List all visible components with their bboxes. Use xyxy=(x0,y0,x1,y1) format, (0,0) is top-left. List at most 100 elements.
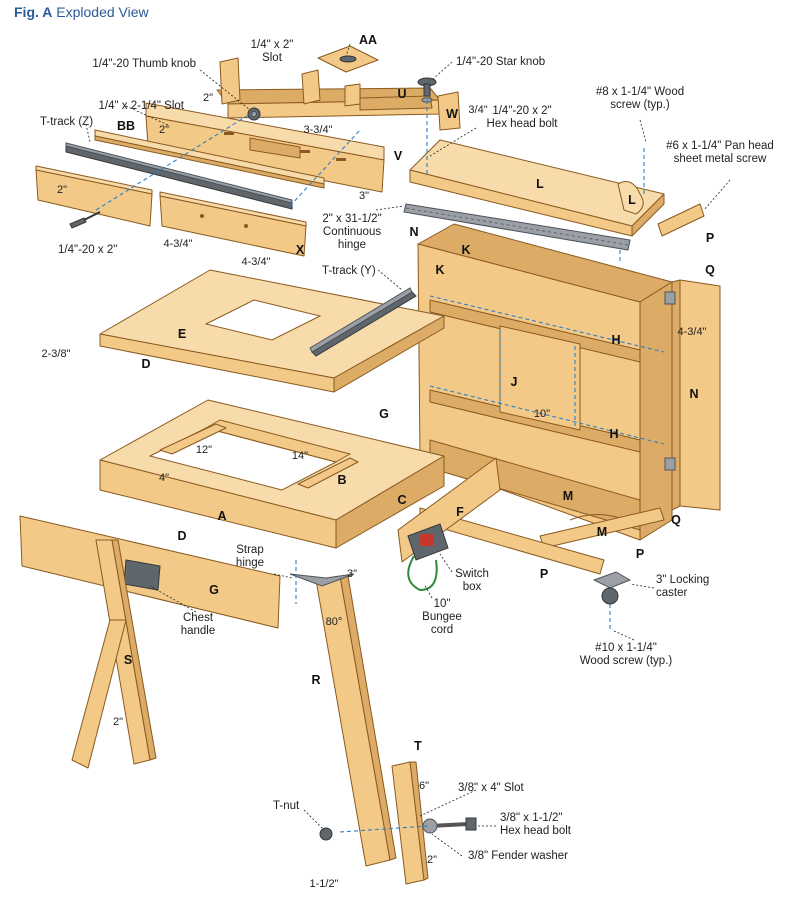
part-label-p3: P xyxy=(539,567,549,581)
figure-title-text: Exploded View xyxy=(56,4,149,20)
dim-4-3-4in-a: 4-3/4" xyxy=(163,238,193,250)
part-label-d2: D xyxy=(177,529,187,543)
label-pan-head-screw: #6 x 1-1/4" Pan head sheet metal screw xyxy=(666,140,774,165)
strap-hinge xyxy=(289,573,355,587)
part-label-t: T xyxy=(414,739,422,753)
switch-box xyxy=(407,523,449,592)
part-v-board xyxy=(145,102,385,193)
part-label-d1: D xyxy=(141,357,151,371)
dim-2in-v: 2" xyxy=(158,124,170,136)
label-hex-bolt-3-8: 3/8" x 1-1/2" Hex head bolt xyxy=(500,812,571,837)
dim-2in-slot: 2" xyxy=(202,92,214,104)
label-chest-handle: Chest handle xyxy=(180,612,216,637)
label-slot-1x2-text: 1/4" x 2" Slot xyxy=(250,39,294,64)
label-star-knob: 1/4"-20 Star knob xyxy=(456,56,546,68)
dim-2in-t: 2" xyxy=(426,854,438,866)
part-label-l2: L xyxy=(628,193,636,207)
dim-4in: 4" xyxy=(158,472,170,484)
assembly-guides xyxy=(95,100,665,833)
part-base-frame xyxy=(99,399,445,549)
part-label-k2: K xyxy=(435,263,445,277)
part-label-s: S xyxy=(123,653,133,667)
dim-3in-hinge: 3" xyxy=(346,568,358,580)
label-wood-screw-8: #8 x 1-1/4" Wood screw (typ.) xyxy=(595,86,685,111)
part-label-h1: H xyxy=(611,333,621,347)
door-hinge-bottom xyxy=(664,457,676,471)
dim-3-3-4in: 3-3/4" xyxy=(303,124,333,136)
part-label-f: F xyxy=(456,505,464,519)
bolt-1-4 xyxy=(69,211,101,229)
label-bolt-1-4-20x2: 1/4"-20 x 2" xyxy=(58,244,118,256)
part-label-a: A xyxy=(217,509,227,523)
part-n-door xyxy=(671,279,721,511)
t-nut xyxy=(319,827,333,841)
part-e-top xyxy=(99,269,445,393)
label-locking-caster: 3" Locking caster xyxy=(656,574,710,599)
dim-6in: 6" xyxy=(418,780,430,792)
part-label-q1: Q xyxy=(705,263,715,277)
label-bungee-cord: 10" Bungee cord xyxy=(422,598,462,636)
hex-bolt-3-8 xyxy=(422,817,477,834)
part-l-lid xyxy=(409,139,665,237)
part-p-small xyxy=(657,203,705,237)
part-label-h2: H xyxy=(609,427,619,441)
part-aa-plate xyxy=(317,45,379,73)
dim-14in: 14" xyxy=(291,450,309,462)
dim-80-degrees: 80° xyxy=(325,616,343,628)
part-g-side xyxy=(19,515,281,629)
part-bb-strip xyxy=(94,129,325,189)
part-label-n2: N xyxy=(689,387,699,401)
part-label-u: U xyxy=(397,87,407,101)
label-switch-box: Switch box xyxy=(455,568,489,593)
part-label-b: B xyxy=(337,473,347,487)
part-u-jig xyxy=(216,57,461,131)
leader-lines xyxy=(85,43,731,857)
label-wood-screw-10: #10 x 1-1/4" Wood screw (typ.) xyxy=(579,642,673,667)
dim-2in-bb: 2" xyxy=(56,184,68,196)
label-hex-bolt-2: 1/4"-20 x 2" Hex head bolt xyxy=(486,105,558,130)
label-continuous-hinge: 2" x 31-1/2" Continuous hinge xyxy=(322,213,382,251)
thumb-knob xyxy=(247,107,261,121)
label-t-nut: T-nut xyxy=(273,800,300,812)
part-label-g1: G xyxy=(379,407,389,421)
part-label-bb: BB xyxy=(116,119,136,133)
part-label-k1: K xyxy=(461,243,471,257)
part-label-p2: P xyxy=(635,547,645,561)
label-t-track-z: T-track (Z) xyxy=(40,116,94,128)
part-label-v: V xyxy=(393,149,403,163)
dim-2in-leg: 2" xyxy=(112,716,124,728)
t-track-z xyxy=(65,142,293,210)
part-label-x: X xyxy=(295,243,305,257)
t-track-y xyxy=(309,287,417,357)
part-label-w: W xyxy=(446,107,458,121)
part-label-q2: Q xyxy=(671,513,681,527)
part-label-j: J xyxy=(510,375,518,389)
dim-3-4in: 3/4" xyxy=(468,104,488,116)
part-label-n1: N xyxy=(409,225,419,239)
dim-1-1-2in: 1-1/2" xyxy=(309,878,339,890)
part-label-aa: AA xyxy=(358,33,378,47)
part-fence-left xyxy=(35,165,153,227)
label-strap-hinge: Strap hinge xyxy=(235,544,265,569)
dim-2-3-8in: 2-3/8" xyxy=(41,348,71,360)
label-fender-washer: 3/8" Fender washer xyxy=(468,850,568,862)
label-slot-1x2: 1/4" x 2" Slot xyxy=(251,39,294,65)
label-t-track-y: T-track (Y) xyxy=(322,265,376,277)
dim-4-3-4in-b: 4-3/4" xyxy=(241,256,271,268)
dim-3in-v: 3" xyxy=(358,190,370,202)
part-t-leg xyxy=(391,761,429,885)
part-s-leg xyxy=(71,539,157,769)
part-x-fence xyxy=(159,191,307,257)
label-thumb-knob: 1/4"-20 Thumb knob xyxy=(92,58,196,70)
part-label-c: C xyxy=(397,493,407,507)
continuous-hinge xyxy=(403,203,631,251)
label-slot-1x214: 1/4" x 2-1/4" Slot xyxy=(98,100,184,112)
locking-caster xyxy=(592,571,632,605)
dim-10in: 10" xyxy=(533,408,551,420)
part-label-p1: P xyxy=(705,231,715,245)
part-label-e: E xyxy=(177,327,187,341)
part-label-l1: L xyxy=(536,177,544,191)
label-slot-3-8x4: 3/8" x 4" Slot xyxy=(458,782,524,794)
door-hinge-top xyxy=(664,291,676,305)
